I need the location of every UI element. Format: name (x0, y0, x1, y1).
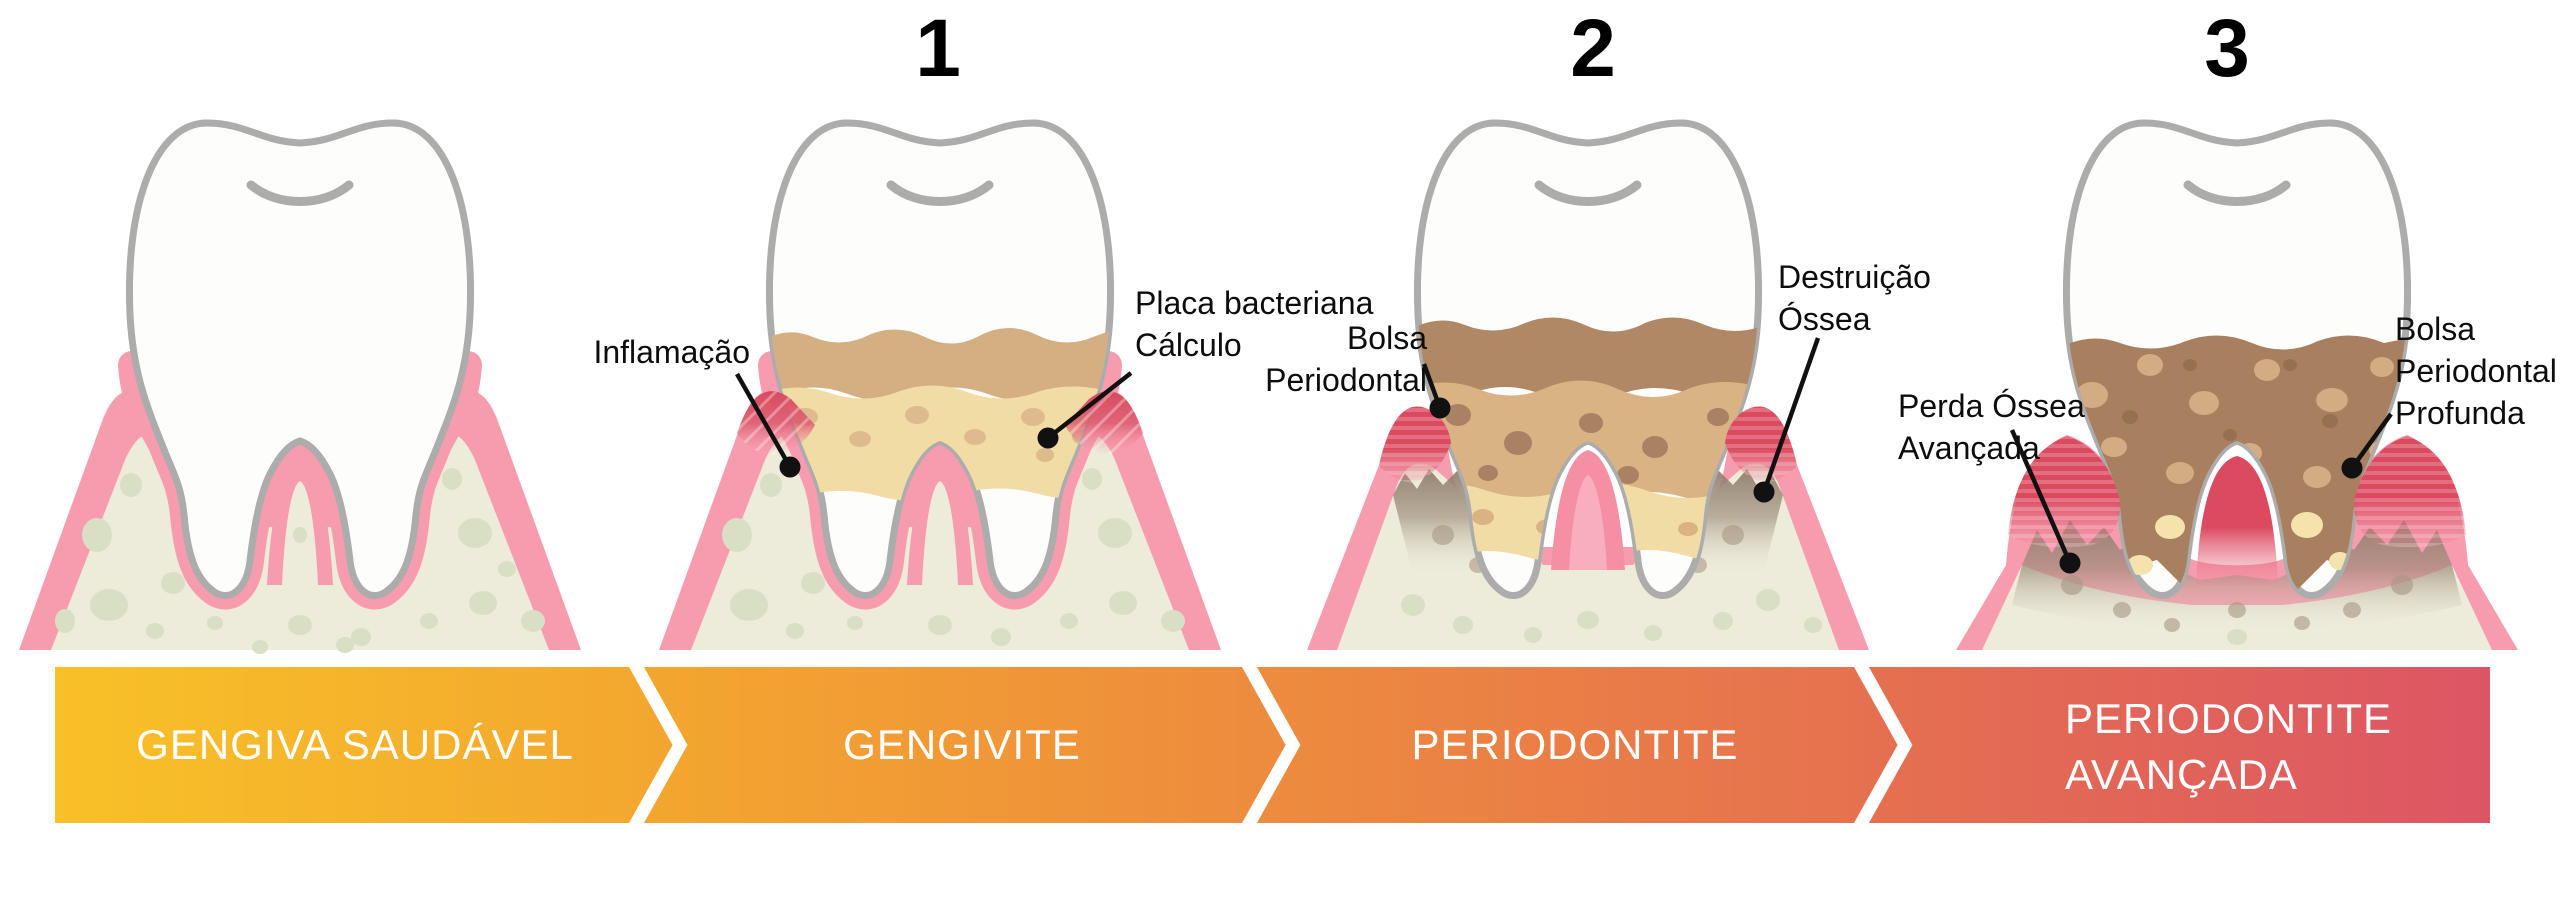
interdental-bone (922, 481, 958, 585)
chevron-right-icon (629, 667, 688, 823)
annotation-deep-periodontal-pocket: Bolsa Periodontal Profunda (2395, 311, 2557, 431)
annotation-bone-destruction: Destruição Óssea (1778, 259, 1931, 337)
banner-segment-periodontitis: PERIODONTITE (1411, 721, 1739, 768)
panel-advanced-periodontitis (1942, 65, 2532, 675)
crown-groove (246, 180, 354, 206)
panel-periodontitis (1293, 65, 1883, 675)
banner-segment-healthy: GENGIVA SAUDÁVEL (136, 721, 574, 768)
crown-groove (886, 180, 994, 206)
plaque-layer (1417, 317, 1759, 563)
stage-number-2: 2 (1570, 3, 1616, 94)
tooth-periodontitis-illustration (1307, 119, 1869, 650)
panel-healthy (5, 65, 595, 675)
crown-groove (1534, 180, 1642, 206)
bone-spots (722, 468, 1185, 646)
chevron-right-icon (1242, 667, 1301, 823)
stage-progression-banner: GENGIVA SAUDÁVEL GENGIVITE PERIODONTITE … (55, 667, 2490, 823)
annotation-plaque-calculus: Placa bacteriana Cálculo (1135, 285, 1374, 363)
tooth-outline (125, 119, 475, 599)
crown-groove (2183, 180, 2291, 206)
banner-segment-advanced-periodontitis: PERIODONTITE AVANÇADA (2065, 695, 2393, 798)
banner-segment-gingivitis: GENGIVITE (843, 721, 1081, 768)
annotation-advanced-bone-loss: Perda Óssea Avançada (1898, 388, 2085, 466)
interdental-gum-core (1569, 475, 1607, 570)
tooth-advanced-periodontitis-illustration (1956, 119, 2518, 650)
bone-spots (1401, 589, 1822, 643)
annotation-periodontal-pocket: Bolsa Periodontal (1265, 320, 1427, 398)
stage-number-3: 3 (2204, 3, 2250, 94)
stage-number-1: 1 (915, 3, 961, 94)
tooth-healthy-illustration (19, 119, 581, 654)
annotation-inflammation: Inflamação (593, 334, 750, 370)
chevron-right-icon (1854, 667, 1913, 823)
bone-spots (2061, 575, 2413, 632)
